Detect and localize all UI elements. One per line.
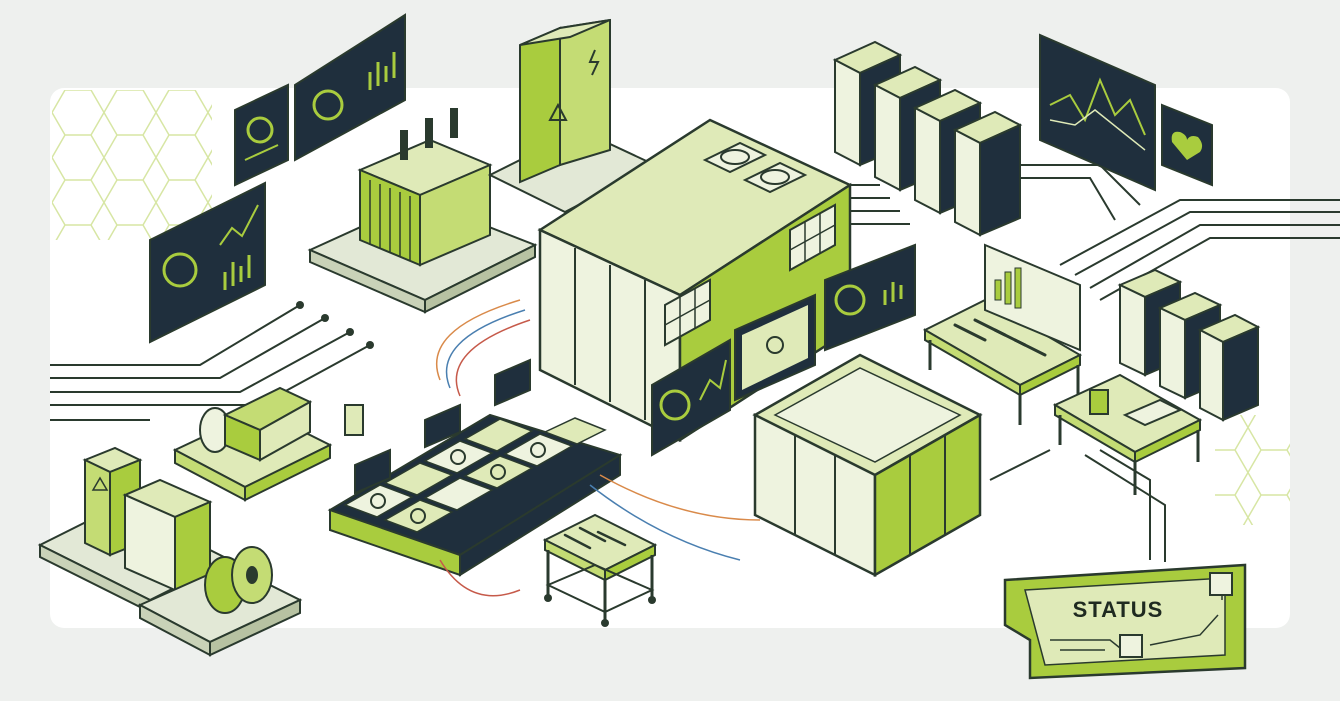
battery-module-grid [327, 413, 623, 577]
status-badge: STATUS [1003, 563, 1247, 680]
heart-monitor [1161, 103, 1213, 187]
dashboard-center-right [824, 243, 916, 352]
dashboard-small [234, 83, 289, 187]
chip-icon-secondary [1209, 572, 1233, 596]
tool-workbench [922, 298, 1083, 425]
chip-icon [1119, 634, 1143, 658]
cable-reel [137, 546, 303, 657]
analytics-monitor [1039, 33, 1156, 192]
dashboard-center-left [651, 338, 731, 457]
chart-panel [984, 243, 1081, 352]
left-wiring-nodes [296, 301, 374, 349]
tool-cart [542, 513, 658, 627]
generator [172, 386, 333, 502]
transformer [307, 108, 538, 314]
electronics-bench [1052, 373, 1203, 495]
status-wiring [989, 449, 1166, 562]
mini-displays [344, 358, 531, 495]
status-label: STATUS [1073, 597, 1164, 622]
tablet-display [734, 293, 816, 402]
left-wiring [50, 304, 371, 421]
server-racks-top [832, 40, 1023, 237]
switchgear-cabinets [487, 18, 658, 214]
colored-cables [435, 299, 761, 597]
electrical-cabinets [37, 446, 233, 614]
hex-pattern-left [52, 90, 212, 240]
rooftop-fans [702, 141, 808, 194]
dashboard-medium [294, 13, 406, 162]
dashboard-large [149, 181, 266, 344]
server-racks-right [1117, 268, 1261, 422]
hex-pattern-right [1215, 415, 1290, 525]
secondary-enclosure [752, 353, 983, 578]
